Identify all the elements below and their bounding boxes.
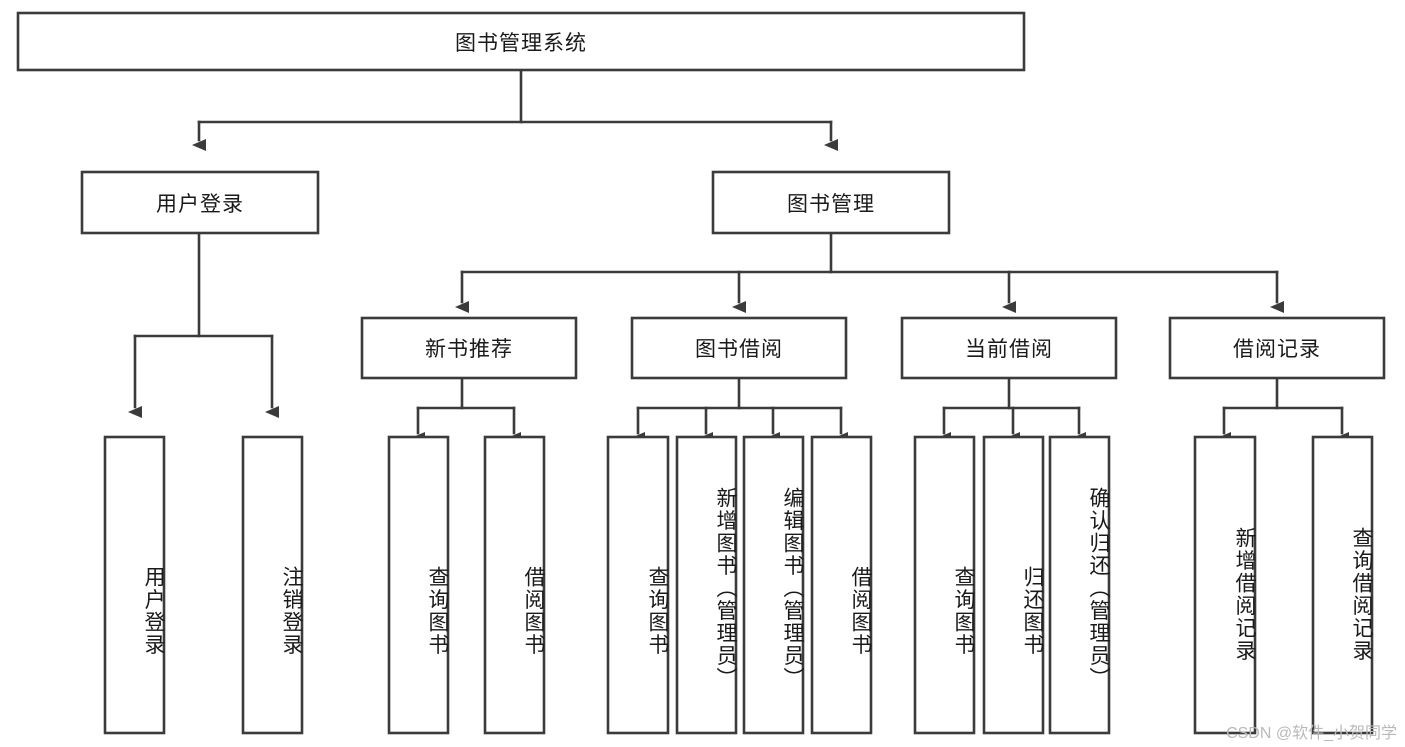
- node-box-leaf-logout-login[interactable]: [241, 435, 304, 735]
- node-box-leaf-query-book-1[interactable]: [387, 435, 450, 735]
- connector-userlogin-to-leaves: [128, 231, 279, 418]
- node-box-leaf-return-book[interactable]: [982, 435, 1045, 735]
- node-box-user-login[interactable]: [80, 170, 320, 235]
- connector-bookmgmt-to-level2: [455, 231, 1284, 313]
- node-box-leaf-borrow-book-1[interactable]: [483, 435, 546, 735]
- node-box-leaf-user-login[interactable]: [103, 435, 166, 735]
- node-box-book-borrow[interactable]: [630, 316, 848, 380]
- node-box-leaf-query-book-2[interactable]: [606, 435, 670, 735]
- node-box-leaf-edit-book[interactable]: [742, 435, 805, 735]
- node-box-current-borrow[interactable]: [900, 316, 1118, 380]
- node-box-leaf-add-book[interactable]: [675, 435, 738, 735]
- connector-bookborrow-to-leaves: [631, 376, 848, 444]
- connector-currentborrow-to-leaves: [937, 376, 1086, 444]
- node-box-leaf-query-book-3[interactable]: [913, 435, 976, 735]
- node-box-borrow-record[interactable]: [1168, 316, 1386, 380]
- connector-borrowrecord-to-leaves: [1217, 376, 1349, 444]
- connector-newbook-to-leaves: [411, 376, 521, 444]
- node-box-leaf-confirm-return[interactable]: [1048, 435, 1111, 735]
- node-box-new-book-recommend[interactable]: [360, 316, 578, 380]
- node-box-leaf-query-record[interactable]: [1311, 435, 1374, 735]
- node-box-book-management[interactable]: [711, 170, 951, 235]
- node-box-root[interactable]: [16, 11, 1026, 72]
- node-box-leaf-add-record[interactable]: [1193, 435, 1257, 735]
- node-box-leaf-borrow-book-2[interactable]: [810, 435, 873, 735]
- connector-root-to-level1: [192, 68, 838, 151]
